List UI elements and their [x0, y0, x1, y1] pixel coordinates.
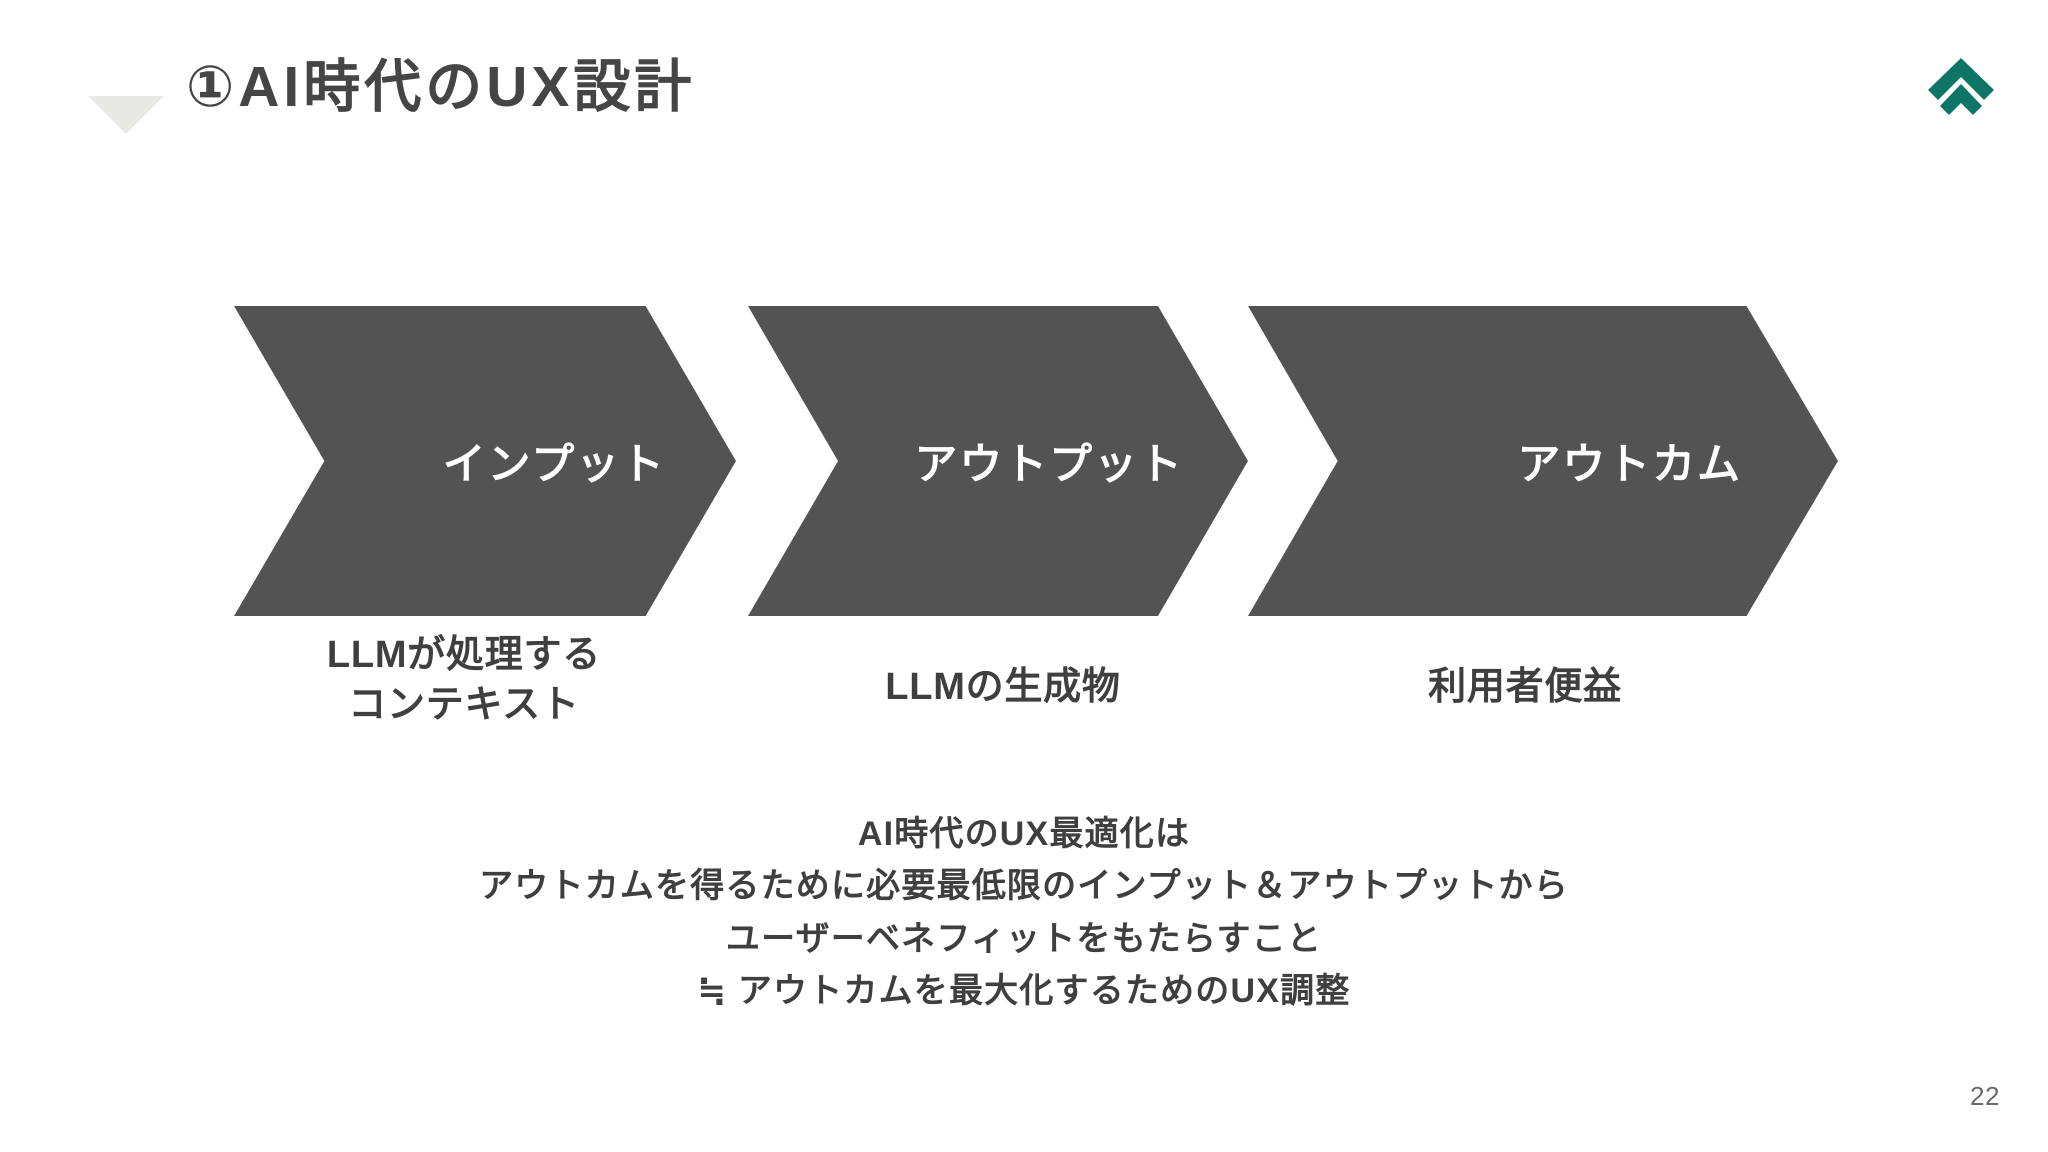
flow-step-label: アウトプット	[914, 441, 1184, 489]
summary-line: アウトカムを得るために必要最低限のインプット＆アウトプットから	[479, 867, 1569, 906]
page-number: 22	[1970, 1081, 2000, 1111]
process-flow: インプット アウトプット アウトカム	[0, 306, 2048, 622]
flow-step-caption-outcome: 利用者便益	[1428, 666, 1622, 708]
flow-step-caption-input: LLMが処理する コンテキスト	[326, 634, 602, 727]
flow-step-output[interactable]: アウトプット	[748, 306, 1248, 616]
slide-header: ①AI時代のUX設計	[0, 0, 2048, 200]
flow-step-label: インプット	[442, 441, 666, 489]
double-chevron-up-icon	[1928, 58, 1994, 115]
brand-logo	[1926, 56, 1996, 118]
flow-step-outcome[interactable]: アウトカム	[1248, 306, 1838, 616]
summary-line: ≒ アウトカムを最大化するためのUX調整	[697, 972, 1351, 1011]
page-title: ①AI時代のUX設計	[186, 55, 696, 119]
flow-step-input[interactable]: インプット	[234, 306, 736, 616]
triangle-down-icon	[88, 96, 164, 134]
flow-step-caption-output: LLMの生成物	[885, 666, 1121, 708]
flow-step-label: アウトカム	[1517, 441, 1742, 489]
summary-line: ユーザーベネフィットをもたらすこと	[725, 919, 1323, 958]
summary-line: AI時代のUX最適化は	[857, 815, 1191, 853]
summary-text: AI時代のUX最適化は アウトカムを得るために必要最低限のインプット＆アウトプッ…	[0, 808, 2048, 1017]
